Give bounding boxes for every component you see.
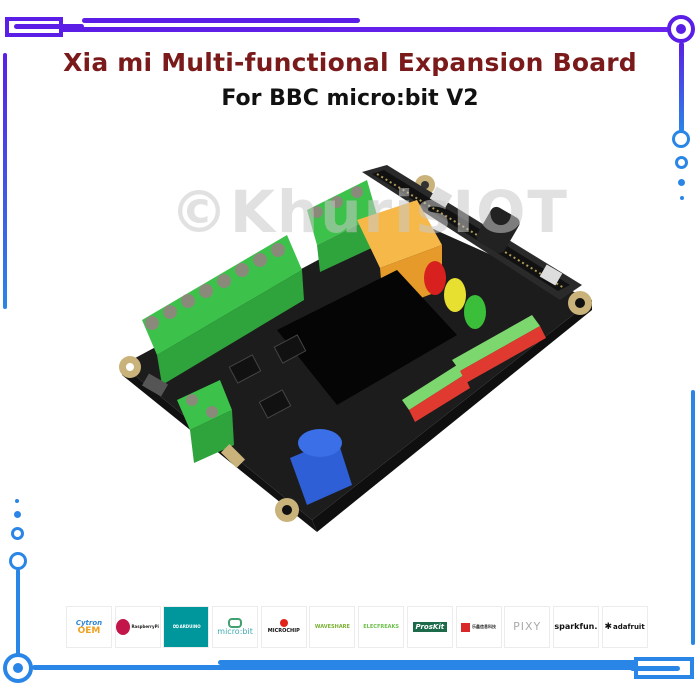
logo-raspberry-pi: RaspberryPi: [114, 606, 161, 648]
product-subtitle: For BBC micro:bit V2: [221, 86, 479, 111]
product-title: Xia mi Multi-functional Expansion Board: [63, 48, 637, 77]
frame-right-line-upper: [679, 42, 684, 132]
logo-sparkfun: sparkfun.: [552, 606, 599, 648]
frame-dot-left-1: [15, 499, 19, 503]
arduino-infinity-icon: ∞: [172, 622, 180, 632]
frame-dot-right-2: [680, 196, 684, 200]
frame-right-line-lower: [691, 390, 695, 645]
pin-headers: [402, 315, 546, 422]
frame-dot-bottom-left: [13, 663, 23, 673]
frame-bottom-line: [32, 665, 662, 670]
logo-proskit: ProsKit: [406, 606, 453, 648]
logo-waveshare: WAVESHARE: [309, 606, 356, 648]
logo-adafruit: ✱ adafruit: [601, 606, 648, 648]
logo-microbit: micro:bit: [212, 606, 259, 648]
frame-ring-left-1: [11, 527, 24, 540]
frame-top-short-line: [82, 18, 360, 23]
raspberry-icon: [116, 619, 131, 635]
espressif-icon: [461, 622, 470, 632]
frame-left-line: [3, 53, 7, 309]
frame-ring-right-1: [672, 130, 690, 148]
logo-espressif: 乐鑫信息科技: [455, 606, 502, 648]
frame-dot-top-right: [676, 24, 686, 34]
logo-pixy: PIXY: [504, 606, 551, 648]
partner-logo-strip: Cytron OEM RaspberryPi ∞ ARDUINO micro:b…: [66, 606, 650, 648]
microchip-icon: [279, 619, 288, 627]
frame-inner-line-top-left: [14, 24, 84, 29]
frame-dot-right-1: [678, 179, 685, 186]
adafruit-star-icon: ✱: [604, 622, 612, 632]
watermark-text: ©KhurisIOT: [170, 178, 569, 246]
frame-ring-left-2: [9, 552, 27, 570]
logo-cytron-oem: Cytron OEM: [66, 606, 112, 648]
frame-dot-left-2: [14, 511, 21, 518]
frame-ring-right-2: [675, 156, 688, 169]
logo-microchip: MICROCHIP: [260, 606, 307, 648]
frame-left-lower-line: [16, 569, 20, 659]
logo-arduino: ∞ ARDUINO: [163, 606, 210, 648]
frame-top-line: [60, 27, 680, 32]
product-image-board: [112, 160, 602, 540]
microbit-face-icon: [228, 618, 243, 628]
frame-bottom-short-line: [218, 660, 638, 665]
frame-inner-line-bottom-right: [630, 666, 680, 671]
expansion-board-illustration: [119, 165, 592, 532]
logo-elecfreaks: ELECFREAKS: [358, 606, 405, 648]
